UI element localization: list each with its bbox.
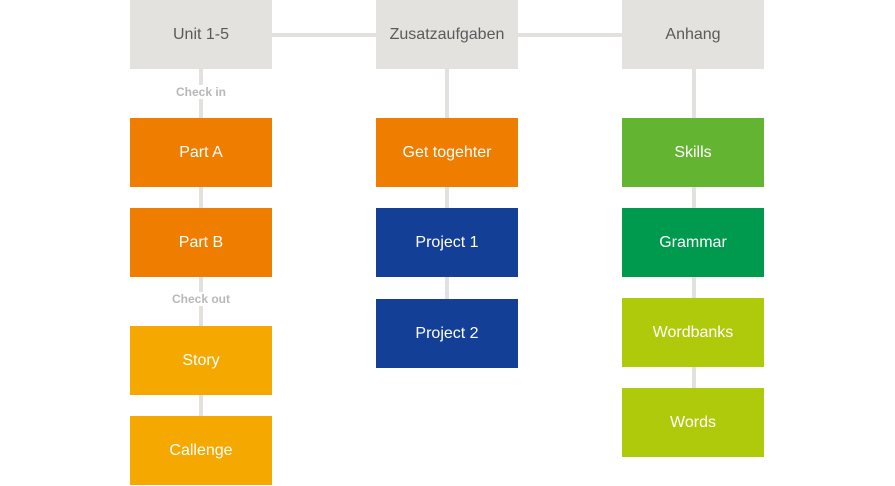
- check-in-label: Check in: [130, 85, 272, 99]
- header-extra-label: Zusatzaufgaben: [389, 25, 505, 43]
- box-wordbanks-label: Wordbanks: [652, 323, 734, 341]
- box-skills: Skills: [622, 118, 764, 187]
- box-part-a-label: Part A: [179, 143, 223, 161]
- header-unit-label: Unit 1-5: [172, 25, 230, 43]
- box-story-label: Story: [182, 351, 220, 369]
- box-grammar: Grammar: [622, 208, 764, 277]
- box-grammar-label: Grammar: [659, 233, 727, 251]
- box-project-1-label: Project 1: [415, 233, 479, 251]
- header-unit: Unit 1-5: [130, 0, 272, 69]
- box-words-label: Words: [670, 413, 716, 431]
- box-wordbanks: Wordbanks: [622, 298, 764, 367]
- box-story: Story: [130, 326, 272, 395]
- box-part-b: Part B: [130, 208, 272, 277]
- box-challenge: Callenge: [130, 416, 272, 485]
- box-get-together-label: Get togehter: [402, 143, 492, 161]
- box-get-together: Get togehter: [376, 118, 518, 187]
- check-out-label: Check out: [130, 292, 272, 306]
- box-skills-label: Skills: [674, 143, 712, 161]
- box-part-b-label: Part B: [178, 233, 224, 251]
- box-words: Words: [622, 388, 764, 457]
- header-appendix-label: Anhang: [665, 25, 721, 43]
- box-project-2: Project 2: [376, 299, 518, 368]
- box-project-1: Project 1: [376, 208, 518, 277]
- header-extra: Zusatzaufgaben: [376, 0, 518, 69]
- header-appendix: Anhang: [622, 0, 764, 69]
- box-part-a: Part A: [130, 118, 272, 187]
- box-project-2-label: Project 2: [415, 324, 479, 342]
- box-challenge-label: Callenge: [169, 441, 233, 459]
